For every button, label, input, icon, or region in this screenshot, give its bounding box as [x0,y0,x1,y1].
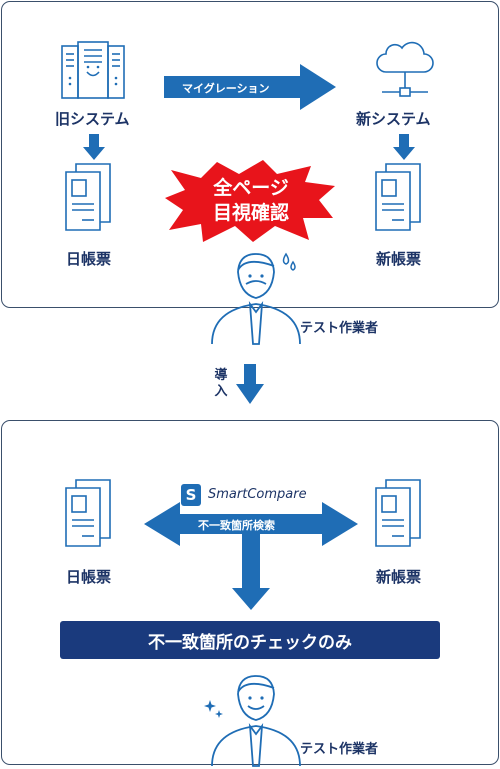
document-icon [375,479,421,547]
new-form-label-after: 新帳票 [376,568,422,586]
cloud-network-icon [376,41,434,97]
tester-label-after: テスト作業者 [300,742,379,757]
old-form-label: 日帳票 [66,250,112,268]
sparkle-icon [204,700,223,718]
server-icon [61,41,125,99]
document-icon [375,163,421,231]
document-icon [65,163,111,231]
worried-worker-icon [211,253,301,345]
new-form-label: 新帳票 [376,250,422,268]
down-arrow-left [83,134,105,160]
burst-text-line2: 目視確認 [212,202,289,224]
search-label: 不一致箇所検索 [198,519,275,532]
migration-arrow [164,64,336,110]
tester-label: テスト作業者 [300,321,379,336]
search-arrow [144,502,358,610]
old-system-label: 旧システム [55,110,130,128]
down-arrow-right [393,134,415,160]
old-form-label-after: 日帳票 [66,568,112,586]
smartcompare-logo: S [181,484,201,506]
new-system-label: 新システム [356,110,431,128]
document-icon [65,479,111,547]
migration-label: マイグレーション [182,82,270,95]
smartcompare-name: SmartCompare [208,487,307,502]
logo-letter: S [185,486,197,504]
introduce-label: 導入 [214,368,228,399]
sweat-icon [282,252,296,271]
alert-burst-icon [165,160,335,242]
result-banner: 不一致箇所のチェックのみ [60,621,440,659]
happy-worker-icon [211,675,301,767]
introduce-arrow [236,364,264,404]
burst-text-line1: 全ページ [213,177,289,199]
